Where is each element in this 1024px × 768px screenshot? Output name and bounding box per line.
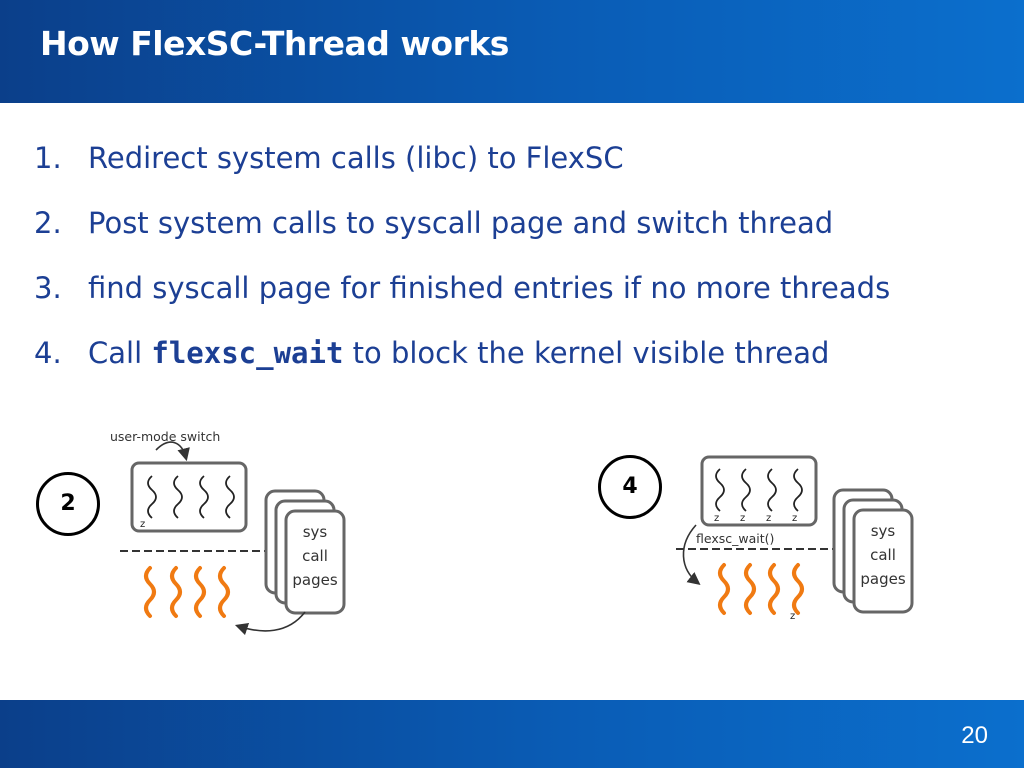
kernel-thread-3 xyxy=(768,563,780,615)
bullet-text: Post system calls to syscall page and sw… xyxy=(88,206,834,240)
user-threads xyxy=(147,475,235,519)
code-flexsc-wait: flexsc_wait xyxy=(151,336,344,370)
slide-title: How FlexSC-Thread works xyxy=(40,24,509,63)
sleep-mark: z xyxy=(140,519,145,530)
footer-bar: 20 xyxy=(0,700,1024,768)
user-threads-box xyxy=(700,455,818,527)
user-thread-2 xyxy=(173,475,183,519)
user-thread-3 xyxy=(199,475,209,519)
sleep-mark-kernel: z xyxy=(790,611,795,622)
title-bar: How FlexSC-Thread works xyxy=(0,0,1024,103)
kernel-thread-2 xyxy=(744,563,756,615)
pages-label-line3: pages xyxy=(292,571,337,589)
pages-label-line2: call xyxy=(870,546,896,564)
kernel-threads xyxy=(144,566,230,618)
user-thread-1 xyxy=(715,468,725,512)
user-thread-4 xyxy=(793,468,803,512)
flexsc-wait-label: flexsc_wait() xyxy=(696,531,774,546)
pages-label-line1: sys xyxy=(303,523,328,541)
user-thread-1 xyxy=(147,475,157,519)
step-2-badge: 2 xyxy=(36,472,100,536)
bullet-text: find syscall page for finished entries i… xyxy=(88,271,891,305)
sleep-mark-2: z xyxy=(740,513,745,524)
bullet-item: 4. Call flexsc_wait to block the kernel v… xyxy=(34,331,890,396)
kernel-thread-1 xyxy=(718,563,730,615)
pages-label-line3: pages xyxy=(860,570,905,588)
diagram-step-2: user-mode switch z sys call pages xyxy=(110,429,346,636)
bullet-number: 2. xyxy=(34,206,62,240)
sleep-mark-3: z xyxy=(766,513,771,524)
bullet-number: 4. xyxy=(34,336,62,370)
sleep-mark-4: z xyxy=(792,513,797,524)
kernel-thread-1 xyxy=(144,566,156,618)
bullet-text-post: to block the kernel visible thread xyxy=(343,336,830,370)
diagram-step-4: z z z z flexsc_wait() z sys call pages xyxy=(676,455,914,622)
step-4-badge: 4 xyxy=(598,455,662,519)
pages-label-line2: call xyxy=(302,547,328,565)
user-thread-3 xyxy=(767,468,777,512)
kernel-thread-2 xyxy=(170,566,182,618)
bullet-number: 1. xyxy=(34,141,62,175)
sleep-mark-1: z xyxy=(714,513,719,524)
kernel-thread-4 xyxy=(792,563,804,615)
bullet-list: 1. Redirect system calls (libc) to FlexSC… xyxy=(34,136,890,396)
bullet-text-pre: Call xyxy=(88,336,152,370)
user-threads-box xyxy=(130,461,248,533)
bullet-text: Redirect system calls (libc) to FlexSC xyxy=(88,141,624,175)
bullet-item: 1. Redirect system calls (libc) to FlexSC xyxy=(34,136,890,201)
syscall-page-front xyxy=(284,509,346,615)
user-mode-switch-label: user-mode switch xyxy=(110,429,220,444)
bullet-item: 3. find syscall page for finished entries… xyxy=(34,266,890,331)
return-arrow-icon xyxy=(234,611,306,636)
user-threads xyxy=(715,468,803,512)
page-number: 20 xyxy=(961,722,988,749)
kernel-thread-4 xyxy=(218,566,230,618)
user-thread-2 xyxy=(741,468,751,512)
switch-arrow-icon xyxy=(155,441,190,462)
bullet-item: 2. Post system calls to syscall page and … xyxy=(34,201,890,266)
kernel-thread-3 xyxy=(194,566,206,618)
bullet-number: 3. xyxy=(34,271,62,305)
syscall-page-front xyxy=(852,508,914,614)
user-thread-4 xyxy=(225,475,235,519)
pages-label-line1: sys xyxy=(871,522,896,540)
kernel-threads xyxy=(718,563,804,615)
wait-arrow-icon xyxy=(682,524,701,585)
